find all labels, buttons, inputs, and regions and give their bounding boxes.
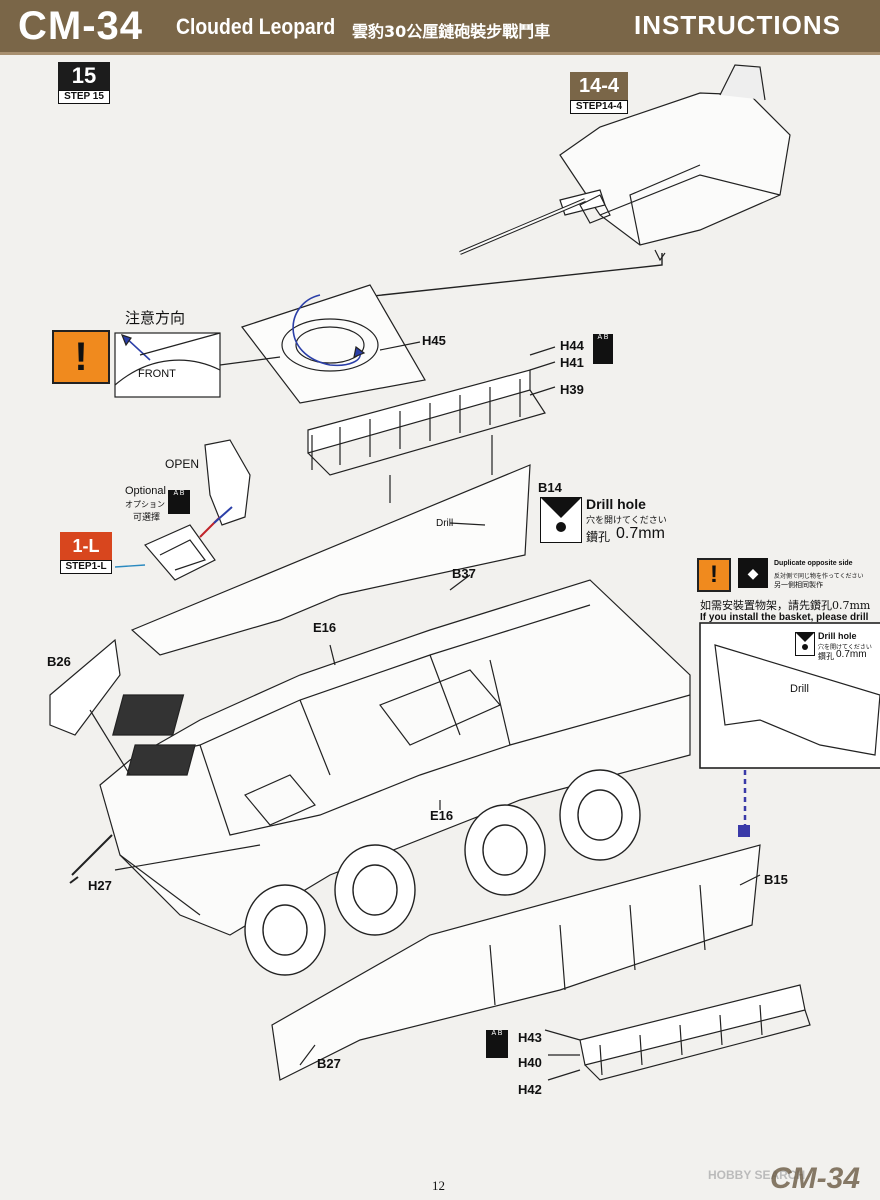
caution-icon-basket: !: [697, 558, 731, 592]
drill-mark-b14: Drill: [436, 518, 454, 529]
footer-logo: CM-34: [770, 1162, 861, 1195]
header-bar: [0, 0, 880, 52]
optional-label-jp: オプション: [125, 500, 165, 509]
page-number: 12: [432, 1178, 445, 1193]
part-label-h39: H39: [560, 382, 584, 397]
step-number: 15: [58, 62, 110, 90]
model-name-chinese: 雲豹30公厘鏈砲裝步戰鬥車: [352, 22, 551, 41]
drill-icon: [540, 497, 582, 543]
part-label-e16-top: E16: [313, 620, 337, 635]
drill-hole-jp-small: 穴を開けてください: [818, 644, 872, 651]
choice-ab-icon-h43: A B: [486, 1030, 508, 1058]
caution-icon: !: [52, 330, 110, 384]
part-label-b27: B27: [317, 1056, 341, 1071]
drill-hole-cn: 鑽孔: [586, 530, 611, 544]
watermark: HOBBY SEARCH: [708, 1168, 806, 1182]
model-name: Clouded Leopard: [176, 14, 336, 39]
wheels: [244, 769, 641, 976]
part-label-b14: B14: [538, 480, 562, 495]
drill-mark-basket: Drill: [790, 683, 809, 695]
side-skirt-b14: [130, 464, 531, 656]
hatch-drawing: [114, 439, 251, 581]
roof-rack-drawing: [307, 369, 546, 503]
section-title: INSTRUCTIONS: [634, 10, 841, 40]
part-label-h42: H42: [518, 1082, 542, 1097]
drill-icon-small: [795, 632, 815, 656]
reference-step-1-l-subtitle: STEP1-L: [60, 560, 112, 574]
choice-ab-icon-h44: A B: [593, 334, 613, 364]
drill-hole-size-small: 0.7mm: [836, 649, 867, 660]
optional-label: Optional: [125, 485, 166, 497]
assembly-drawing: [49, 64, 880, 1081]
part-label-h43: H43: [518, 1030, 542, 1045]
part-label-h40: H40: [518, 1055, 542, 1070]
front-plate-b26: [49, 638, 121, 736]
lower-rack-drawing: [579, 984, 811, 1081]
step-subtitle: STEP 15: [58, 90, 110, 104]
turret-ring-plate: [241, 284, 426, 404]
duplicate-side-cn: 另一側相同製作: [774, 581, 823, 589]
duplicate-side-en: Duplicate opposite side: [774, 560, 853, 567]
reference-step-1-l: 1-L: [60, 532, 112, 560]
drill-hole-jp: 穴を開けてください: [586, 516, 667, 526]
part-label-h27: H27: [88, 878, 112, 893]
drill-hole-title-small: Drill hole: [818, 631, 857, 641]
front-label: FRONT: [138, 368, 176, 380]
header-stripe: [0, 52, 880, 55]
caution-direction-text: 注意方向: [125, 309, 186, 327]
duplicate-side-jp: 反対側で同じ物を作ってください: [774, 573, 864, 580]
part-label-b26: B26: [47, 654, 71, 669]
vehicle-hull: [99, 579, 691, 936]
drill-hole-size: 0.7mm: [616, 525, 665, 542]
part-label-h44: H44: [560, 338, 584, 353]
turret-drawing: [459, 64, 791, 262]
reference-step-14-4-subtitle: STEP14-4: [570, 100, 628, 114]
duplicate-side-icon: ◆: [738, 558, 768, 588]
basket-note-cn: 如需安裝置物架，請先鑽孔0.7mm: [700, 599, 871, 612]
open-label: OPEN: [165, 457, 200, 471]
reference-step-14-4: 14-4: [570, 72, 628, 100]
drill-hole-cn-small: 鑽孔: [818, 652, 834, 661]
side-skirt-b15: [271, 844, 761, 1081]
part-label-h41: H41: [560, 355, 584, 370]
choice-ab-icon: A B: [168, 490, 190, 514]
model-title: CM-34: [18, 4, 144, 48]
part-label-b15: B15: [764, 872, 788, 887]
part-label-b37: B37: [452, 566, 476, 581]
part-label-h45: H45: [422, 333, 446, 348]
basket-note-en: If you install the basket, please drill: [700, 612, 869, 623]
optional-label-cn: 可選擇: [133, 512, 161, 522]
caution-diagram: [114, 332, 281, 398]
drill-hole-title: Drill hole: [586, 496, 646, 512]
part-label-e16-bottom: E16: [430, 808, 454, 823]
